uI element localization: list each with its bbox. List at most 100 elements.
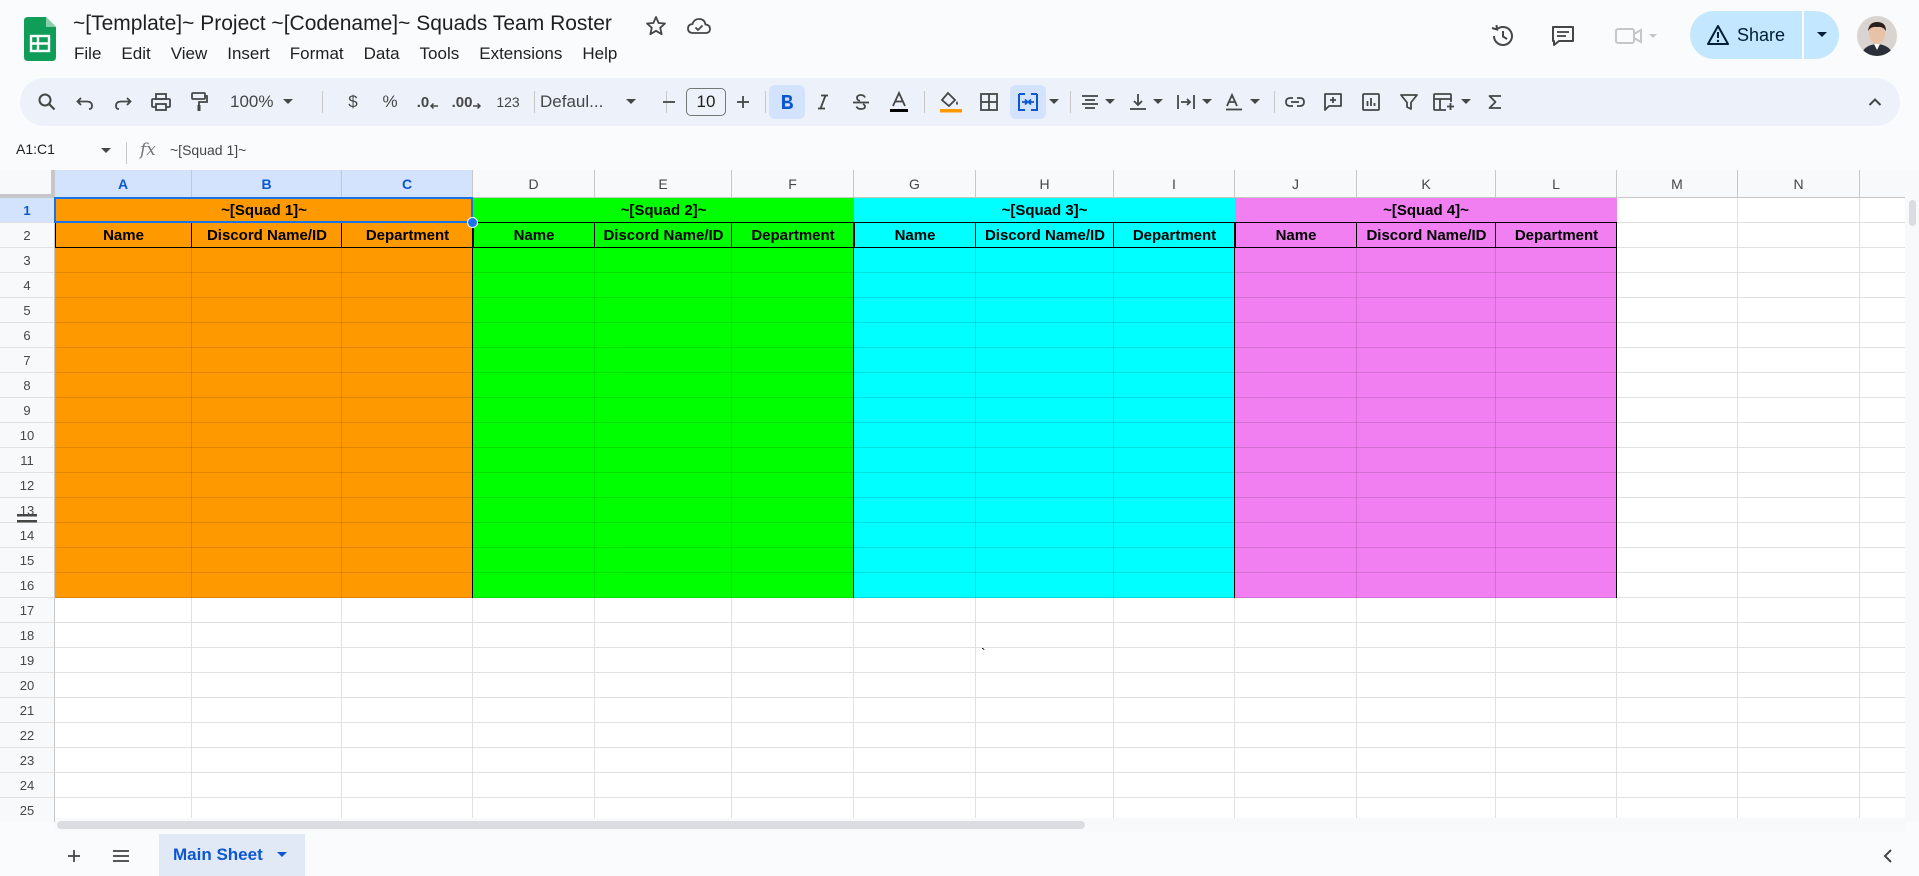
print-icon[interactable] bbox=[146, 78, 176, 126]
freeze-row-handle[interactable] bbox=[16, 510, 38, 526]
row-header-19[interactable]: 19 bbox=[0, 648, 55, 673]
spreadsheet-grid[interactable]: ~[Squad 1]~ Name Discord Name/ID Department… bbox=[0, 170, 1919, 822]
add-sheet-button[interactable] bbox=[60, 842, 88, 870]
vertical-scroll-thumb[interactable] bbox=[1909, 200, 1916, 226]
column-header-i[interactable]: I bbox=[1114, 170, 1235, 198]
vertical-scrollbar[interactable] bbox=[1905, 170, 1919, 822]
row-header-10[interactable]: 10 bbox=[0, 423, 55, 448]
star-icon[interactable] bbox=[644, 14, 668, 38]
italic-button[interactable] bbox=[808, 78, 838, 126]
squad-title-4[interactable]: ~[Squad 4]~ bbox=[1383, 202, 1469, 219]
document-title[interactable]: ~[Template]~ Project ~[Codename]~ Squads… bbox=[73, 12, 612, 35]
squad-4-header-department[interactable]: Department bbox=[1514, 227, 1599, 244]
functions-button[interactable] bbox=[1478, 78, 1512, 126]
row-header-7[interactable]: 7 bbox=[0, 348, 55, 373]
row-header-18[interactable]: 18 bbox=[0, 623, 55, 648]
text-wrapping-button[interactable] bbox=[1172, 78, 1216, 126]
sheet-tab-main[interactable]: Main Sheet bbox=[159, 834, 305, 876]
menu-help[interactable]: Help bbox=[582, 44, 618, 63]
squad-2-header-discord-name-id[interactable]: Discord Name/ID bbox=[603, 227, 724, 244]
meet-video-icon[interactable] bbox=[1614, 22, 1660, 50]
version-history-icon[interactable] bbox=[1489, 22, 1517, 50]
all-sheets-button[interactable] bbox=[106, 842, 136, 870]
redo-icon[interactable] bbox=[108, 78, 138, 126]
menu-view[interactable]: View bbox=[170, 44, 208, 63]
row-header-15[interactable]: 15 bbox=[0, 548, 55, 573]
squad-2-header-department[interactable]: Department bbox=[751, 227, 835, 244]
share-dropdown-button[interactable] bbox=[1804, 11, 1839, 59]
menu-file[interactable]: File bbox=[74, 44, 102, 63]
row-header-9[interactable]: 9 bbox=[0, 398, 55, 423]
vertical-align-button[interactable] bbox=[1124, 78, 1168, 126]
column-header-g[interactable]: G bbox=[854, 170, 976, 198]
decrease-font-size-button[interactable] bbox=[654, 78, 684, 126]
search-menus-icon[interactable] bbox=[32, 78, 62, 126]
squad-4-header-name[interactable]: Name bbox=[1275, 227, 1317, 244]
row-header-22[interactable]: 22 bbox=[0, 723, 55, 748]
font-size-input[interactable]: 10 bbox=[686, 88, 726, 116]
text-color-button[interactable] bbox=[884, 78, 914, 126]
squad-title-1[interactable]: ~[Squad 1]~ bbox=[221, 202, 307, 219]
merge-cells-button[interactable] bbox=[1010, 85, 1046, 119]
formula-input[interactable]: ~[Squad 1]~ bbox=[170, 142, 247, 158]
column-header-b[interactable]: B bbox=[192, 170, 342, 198]
fill-color-button[interactable] bbox=[936, 78, 966, 126]
menu-edit[interactable]: Edit bbox=[121, 44, 151, 63]
column-header-n[interactable]: N bbox=[1738, 170, 1860, 198]
row-header-5[interactable]: 5 bbox=[0, 298, 55, 323]
column-header-l[interactable]: L bbox=[1496, 170, 1617, 198]
paint-format-icon[interactable] bbox=[184, 78, 214, 126]
caret-down-icon[interactable] bbox=[101, 148, 111, 154]
bold-button[interactable] bbox=[769, 85, 805, 119]
text-rotation-button[interactable] bbox=[1220, 78, 1264, 126]
row-header-1[interactable]: 1 bbox=[0, 198, 55, 223]
table-button[interactable] bbox=[1430, 78, 1474, 126]
insert-chart-button[interactable] bbox=[1354, 78, 1388, 126]
column-header-c[interactable]: C bbox=[342, 170, 473, 198]
row-header-14[interactable]: 14 bbox=[0, 523, 55, 548]
borders-button[interactable] bbox=[974, 78, 1004, 126]
row-header-20[interactable]: 20 bbox=[0, 673, 55, 698]
percent-format-button[interactable]: % bbox=[377, 78, 403, 126]
column-header-h[interactable]: H bbox=[976, 170, 1114, 198]
row-header-21[interactable]: 21 bbox=[0, 698, 55, 723]
name-box[interactable]: A1:C1 bbox=[16, 141, 55, 157]
menu-data[interactable]: Data bbox=[363, 44, 400, 63]
squad-3-header-name[interactable]: Name bbox=[894, 227, 936, 244]
insert-link-button[interactable] bbox=[1278, 78, 1312, 126]
row-header-17[interactable]: 17 bbox=[0, 598, 55, 623]
decrease-decimal-button[interactable]: .0 bbox=[412, 78, 444, 126]
cloud-saved-icon[interactable] bbox=[686, 14, 712, 38]
row-header-12[interactable]: 12 bbox=[0, 473, 55, 498]
column-header-m[interactable]: M bbox=[1617, 170, 1738, 198]
increase-decimal-button[interactable]: .00 bbox=[448, 78, 486, 126]
column-header-f[interactable]: F bbox=[732, 170, 854, 198]
chevron-left-icon[interactable] bbox=[1878, 846, 1898, 866]
menu-tools[interactable]: Tools bbox=[419, 44, 460, 63]
squad-2-header-name[interactable]: Name bbox=[513, 227, 555, 244]
squad-3-header-department[interactable]: Department bbox=[1132, 227, 1217, 244]
comments-icon[interactable] bbox=[1549, 22, 1577, 50]
squad-1-header-discord-name-id[interactable]: Discord Name/ID bbox=[206, 227, 328, 244]
selection-fill-handle[interactable] bbox=[467, 217, 478, 228]
column-header-a[interactable]: A bbox=[55, 170, 192, 198]
row-header-8[interactable]: 8 bbox=[0, 373, 55, 398]
row-header-16[interactable]: 16 bbox=[0, 573, 55, 598]
sheets-logo-icon[interactable] bbox=[24, 17, 56, 61]
more-formats-button[interactable]: 123 bbox=[490, 78, 526, 126]
squad-title-3[interactable]: ~[Squad 3]~ bbox=[1001, 202, 1088, 219]
share-button[interactable]: Share bbox=[1690, 11, 1802, 59]
squad-title-2[interactable]: ~[Squad 2]~ bbox=[620, 202, 707, 219]
select-all-corner[interactable] bbox=[0, 170, 55, 198]
caret-down-icon[interactable] bbox=[276, 852, 287, 858]
horizontal-align-button[interactable] bbox=[1076, 78, 1120, 126]
insert-comment-button[interactable] bbox=[1316, 78, 1350, 126]
squad-1-header-department[interactable]: Department bbox=[365, 227, 450, 244]
row-header-6[interactable]: 6 bbox=[0, 323, 55, 348]
row-header-11[interactable]: 11 bbox=[0, 448, 55, 473]
menu-extensions[interactable]: Extensions bbox=[479, 44, 563, 63]
row-header-4[interactable]: 4 bbox=[0, 273, 55, 298]
create-filter-button[interactable] bbox=[1392, 78, 1426, 126]
row-header-25[interactable]: 25 bbox=[0, 798, 55, 822]
horizontal-scrollbar[interactable] bbox=[55, 818, 1905, 832]
